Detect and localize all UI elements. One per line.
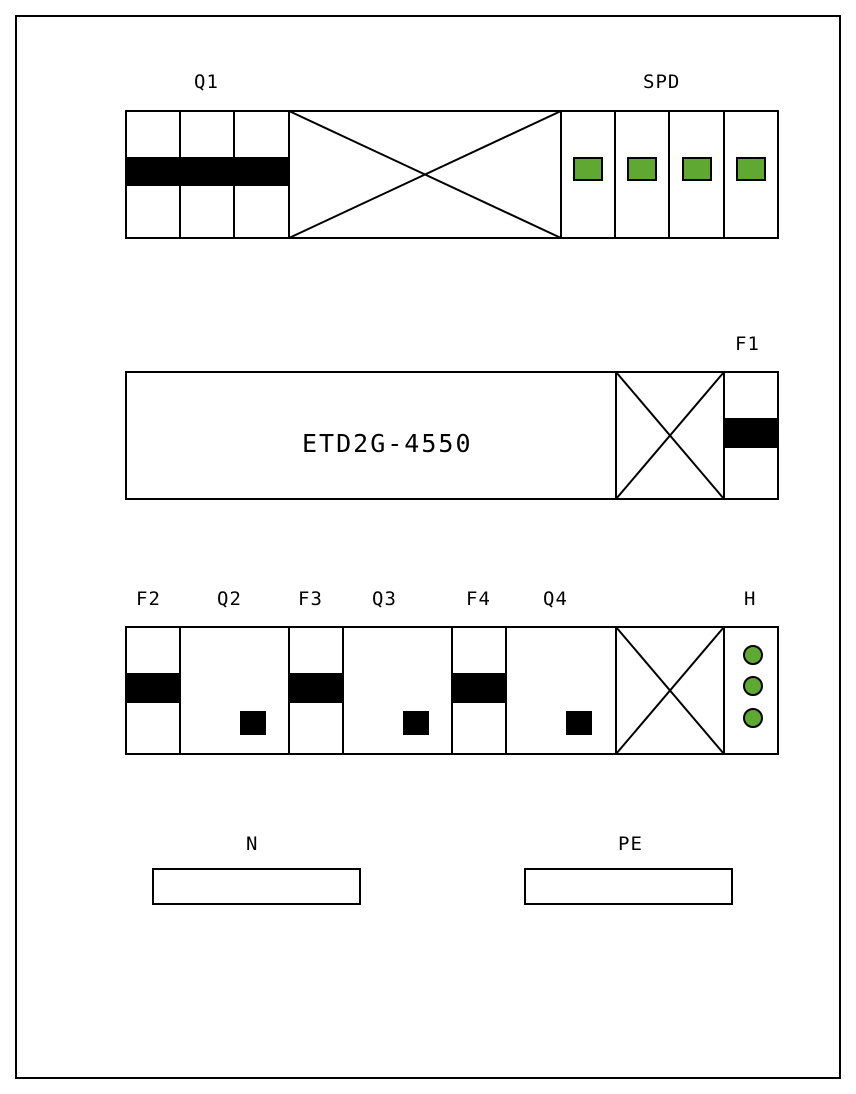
q2-toggle <box>240 711 266 735</box>
controller-module <box>125 371 617 500</box>
f4-handle-bar <box>452 673 506 703</box>
h-lamp-3 <box>743 708 763 728</box>
spd-indicator-4 <box>736 157 766 181</box>
controller-text: ETD2G-4550 <box>302 429 473 458</box>
row1-rail <box>125 110 779 239</box>
row2-rail <box>125 371 779 500</box>
f4-label: F4 <box>466 588 491 610</box>
n-busbar <box>152 868 361 905</box>
q3-toggle <box>403 711 429 735</box>
q1-label: Q1 <box>194 71 219 93</box>
h-lamp-2 <box>743 676 763 696</box>
q4-toggle <box>566 711 592 735</box>
pe-busbar <box>524 868 733 905</box>
q4-breaker <box>505 626 617 755</box>
f3-handle-bar <box>289 673 343 703</box>
q3-label: Q3 <box>372 588 397 610</box>
f2-handle-bar <box>126 673 180 703</box>
f1-label: F1 <box>735 333 760 355</box>
n-label: N <box>246 833 258 855</box>
row3-rail <box>125 626 779 755</box>
q1-handle-bar <box>126 157 289 186</box>
q2-label: Q2 <box>217 588 242 610</box>
spd-indicator-2 <box>627 157 657 181</box>
q3-breaker <box>342 626 453 755</box>
spd-label: SPD <box>643 71 680 93</box>
pe-label: PE <box>618 833 643 855</box>
h-indicator-lamps <box>743 645 763 728</box>
h-lamp-1 <box>743 645 763 665</box>
q4-label: Q4 <box>543 588 568 610</box>
spd-indicator-1 <box>573 157 603 181</box>
f3-label: F3 <box>298 588 323 610</box>
spd-indicators <box>573 157 766 181</box>
h-label: H <box>744 588 756 610</box>
q2-breaker <box>179 626 290 755</box>
f2-label: F2 <box>136 588 161 610</box>
spd-indicator-3 <box>682 157 712 181</box>
f1-handle-bar <box>724 418 778 448</box>
spd-module-4 <box>723 110 779 239</box>
